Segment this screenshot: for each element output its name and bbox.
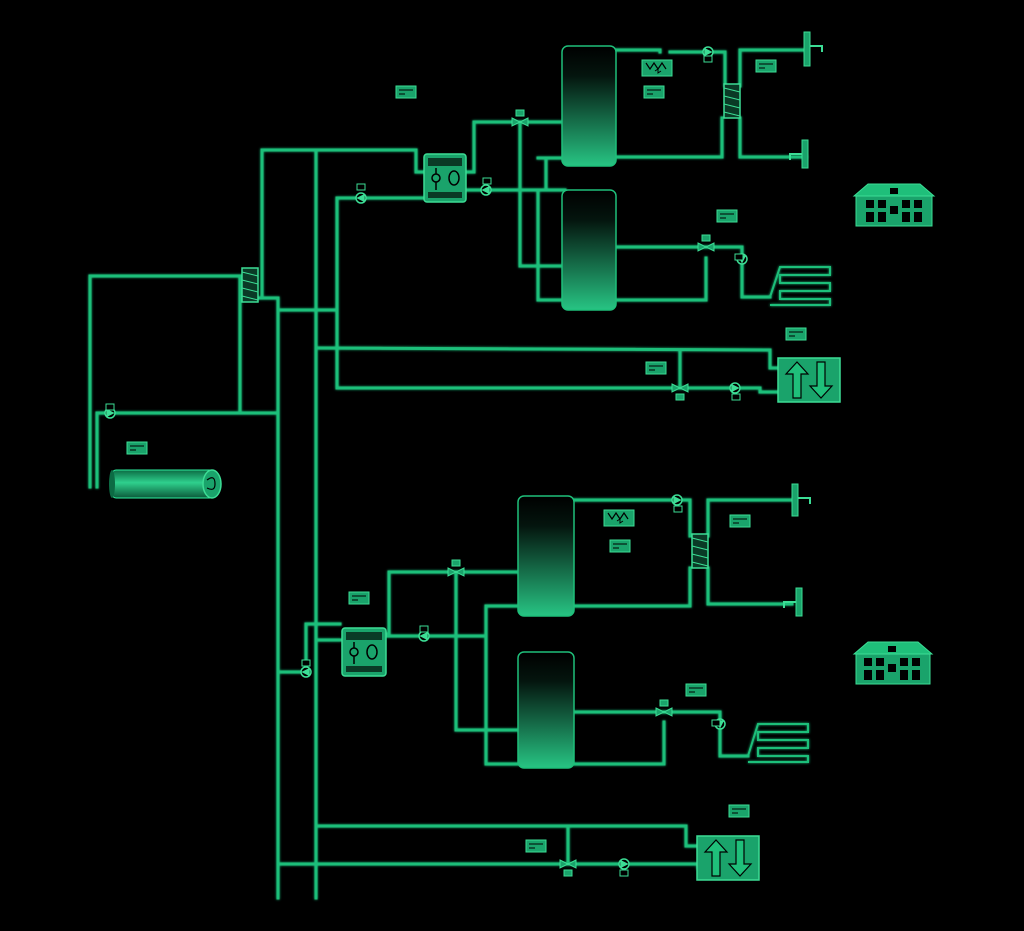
faucet-icon[interactable] (803, 31, 823, 67)
pump-icon[interactable] (671, 494, 683, 506)
electric-heater-icon[interactable] (641, 59, 673, 77)
ventilation-unit-icon[interactable] (777, 357, 841, 403)
house-icon (852, 641, 934, 685)
faucet-icon[interactable] (783, 587, 803, 617)
pump-icon[interactable] (480, 184, 492, 196)
controller-icon[interactable] (645, 361, 667, 375)
controller-icon[interactable] (785, 327, 807, 341)
controller-icon[interactable] (685, 683, 707, 697)
pump-icon[interactable] (729, 382, 741, 394)
mixing-valve-icon[interactable] (511, 109, 529, 127)
pump-icon[interactable] (618, 858, 630, 870)
controller-icon[interactable] (395, 85, 417, 99)
mixing-valve-icon[interactable] (655, 699, 673, 717)
controller-icon[interactable] (729, 514, 751, 528)
heat-pump-icon[interactable] (341, 627, 387, 677)
faucet-icon[interactable] (791, 483, 811, 517)
pump-icon[interactable] (702, 46, 714, 58)
pump-icon[interactable] (418, 630, 430, 642)
pump-icon[interactable] (300, 666, 312, 678)
controller-icon[interactable] (609, 539, 631, 553)
pump-icon[interactable] (355, 192, 367, 204)
faucet-icon[interactable] (789, 139, 809, 169)
mixing-valve-icon[interactable] (447, 559, 465, 577)
electric-heater-icon[interactable] (603, 509, 635, 527)
controller-icon[interactable] (755, 59, 777, 73)
ground-storage-cylinder-icon[interactable] (109, 469, 222, 499)
controller-icon[interactable] (728, 804, 750, 818)
controller-icon[interactable] (643, 85, 665, 99)
heat-exchanger-icon[interactable] (691, 533, 709, 569)
controller-icon[interactable] (126, 441, 148, 455)
storage-tank-icon[interactable] (561, 45, 617, 167)
heat-exchanger-icon[interactable] (723, 83, 741, 119)
mixing-valve-icon[interactable] (559, 859, 577, 877)
controller-icon[interactable] (525, 839, 547, 853)
storage-tank-icon[interactable] (517, 495, 575, 617)
controller-icon[interactable] (348, 591, 370, 605)
storage-tank-icon[interactable] (517, 651, 575, 769)
storage-tank-icon[interactable] (561, 189, 617, 311)
house-icon (852, 183, 936, 227)
heat-exchanger-icon[interactable] (241, 267, 259, 303)
mixing-valve-icon[interactable] (671, 383, 689, 401)
controller-icon[interactable] (716, 209, 738, 223)
ventilation-unit-icon[interactable] (696, 835, 760, 881)
heat-pump-icon[interactable] (423, 153, 467, 203)
mixing-valve-icon[interactable] (697, 234, 715, 252)
